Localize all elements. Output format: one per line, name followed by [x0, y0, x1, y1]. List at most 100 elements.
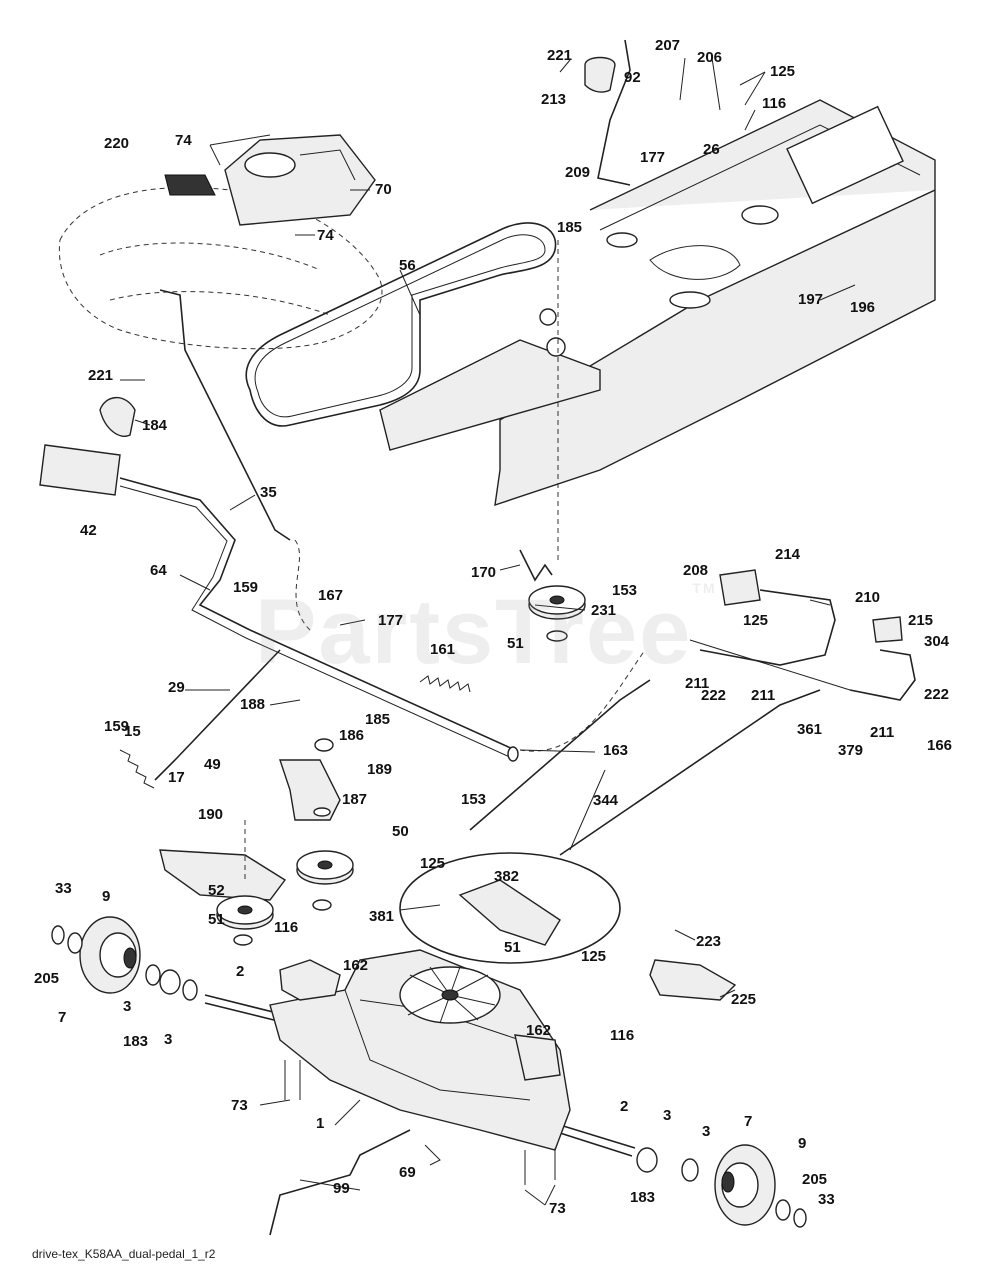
part-callout: 183	[123, 1033, 149, 1050]
part-callout: 9	[798, 1135, 807, 1152]
shield-190	[159, 849, 287, 901]
part-callout: 56	[399, 257, 416, 274]
cross-shaft-64	[119, 477, 516, 751]
part-callout: 125	[420, 855, 446, 872]
part-callout: 51	[208, 911, 225, 928]
part-callout: 304	[924, 633, 950, 650]
part-callout: 159	[233, 579, 259, 596]
part-callout: 9	[102, 888, 111, 905]
diagram-footer: drive-tex_K58AA_dual-pedal_1_r2	[32, 1247, 216, 1261]
part-callout: 189	[367, 761, 393, 778]
part-callout: 3	[123, 998, 132, 1015]
part-callout: 207	[655, 37, 681, 54]
knob-213	[584, 56, 616, 93]
decal-220	[164, 174, 216, 196]
part-callout: 221	[88, 367, 114, 384]
part-callout: 15	[124, 723, 141, 740]
part-callout: 3	[702, 1123, 711, 1140]
clip-69	[424, 1144, 441, 1166]
part-callout: 220	[104, 135, 130, 152]
part-callout: 49	[204, 756, 221, 773]
part-callout: 211	[870, 724, 895, 741]
part-callout: 361	[797, 721, 823, 738]
part-callout: 74	[175, 132, 192, 149]
part-callout: 116	[274, 919, 299, 936]
part-callout: 92	[624, 69, 641, 86]
rod-344	[559, 689, 821, 856]
part-callout: 213	[541, 91, 567, 108]
shift-lever-209	[597, 39, 631, 186]
part-callout: 29	[168, 679, 185, 696]
part-callout: 64	[150, 562, 167, 579]
part-callout: 7	[744, 1113, 753, 1130]
bearing-183	[159, 969, 181, 995]
spring-161	[419, 675, 471, 693]
part-callout: 222	[924, 686, 950, 703]
part-callout: 33	[818, 1191, 835, 1208]
part-callout: 2	[620, 1098, 629, 1115]
part-callout: 51	[504, 939, 521, 956]
part-callout: 125	[581, 948, 607, 965]
part-callout: 50	[392, 823, 409, 840]
part-callout: 69	[399, 1164, 416, 1181]
part-callout: 382	[494, 868, 520, 885]
part-callout: 17	[168, 769, 185, 786]
part-callout: 223	[696, 933, 722, 950]
part-callout: 35	[260, 484, 277, 501]
pulley-52	[216, 895, 274, 946]
tractor-frame	[379, 99, 936, 507]
part-callout: 70	[375, 181, 392, 198]
part-callout: 51	[507, 635, 524, 652]
part-callout: 116	[762, 95, 787, 112]
drive-belt	[245, 222, 557, 427]
leader-lines	[120, 57, 856, 1206]
part-callout: 344	[593, 792, 619, 809]
part-callout: 99	[333, 1180, 350, 1197]
part-callout: 167	[318, 587, 344, 604]
pedal-arm-304	[849, 649, 916, 701]
part-callout: 188	[240, 696, 266, 713]
bracket-225	[649, 959, 737, 1001]
part-callout: 379	[838, 742, 864, 759]
part-callout: 166	[927, 737, 953, 754]
callout-ellipse-381	[399, 852, 621, 964]
part-callout: 52	[208, 882, 225, 899]
part-callout: 170	[471, 564, 497, 581]
part-callout: 116	[610, 1027, 635, 1044]
spring-17	[119, 749, 155, 789]
pulley-231	[528, 585, 586, 642]
hub-7-right	[714, 1144, 776, 1226]
part-callout: 190	[198, 806, 224, 823]
part-callout: 177	[640, 149, 666, 166]
part-callout: 184	[142, 417, 168, 434]
part-callout: 73	[549, 1200, 566, 1217]
part-callout: 3	[663, 1107, 672, 1124]
part-callout: 153	[612, 582, 638, 599]
part-callout: 185	[557, 219, 583, 236]
part-callout: 222	[701, 687, 727, 704]
knob-184	[99, 396, 136, 437]
part-callout: 211	[751, 687, 776, 704]
transaxle	[204, 949, 636, 1157]
part-callout: 125	[743, 612, 769, 629]
part-callout: 161	[430, 641, 456, 658]
shift-rod-35	[159, 289, 291, 541]
part-callout: 74	[317, 227, 334, 244]
part-callout: 197	[798, 291, 824, 308]
part-callout: 162	[526, 1022, 552, 1039]
part-callout: 26	[703, 141, 720, 158]
rod-99	[269, 1129, 411, 1236]
part-callout: 7	[58, 1009, 67, 1026]
part-callout: 205	[34, 970, 60, 987]
part-callout: 2	[236, 963, 245, 980]
part-callout: 185	[365, 711, 391, 728]
part-callout: 162	[343, 957, 369, 974]
part-callout: 225	[731, 991, 757, 1008]
bracket-189	[279, 759, 341, 821]
watermark: PartsTreeTM	[255, 580, 717, 683]
part-callout: 183	[630, 1189, 656, 1206]
part-callout: 159	[104, 718, 130, 735]
part-callout: 231	[591, 602, 617, 619]
rod-29	[154, 649, 281, 781]
